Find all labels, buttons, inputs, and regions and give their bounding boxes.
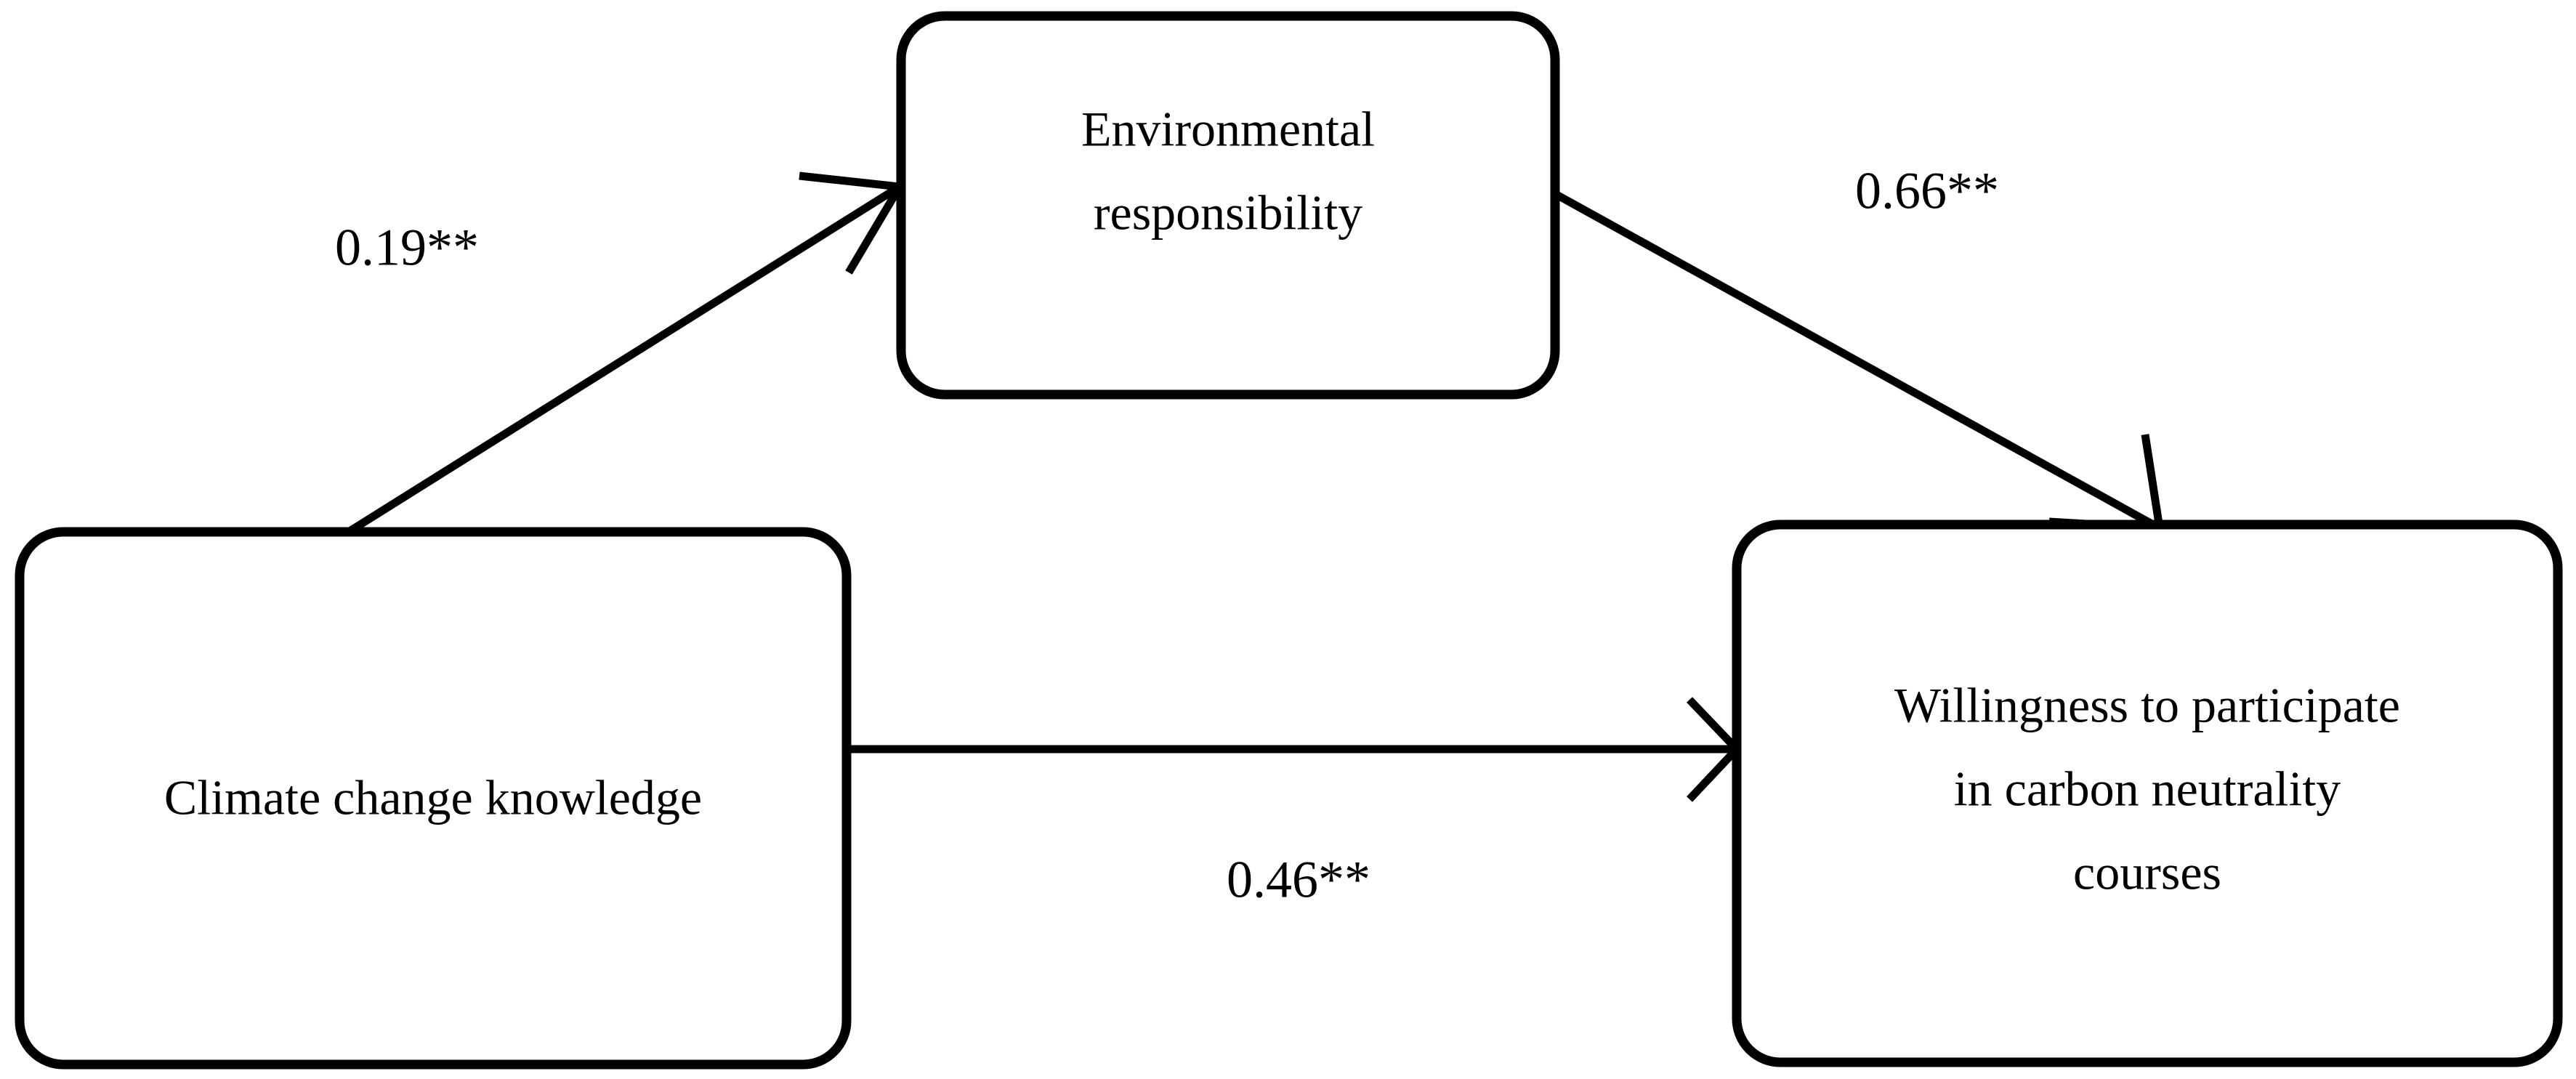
edge-label-a-path-coefficient: 0.19**	[335, 219, 479, 277]
node-box-outcome	[1732, 520, 2563, 1067]
node-label-predictor-line1: Climate change knowledge	[164, 770, 702, 825]
node-environmental-responsibility[interactable]: Environmental responsibility	[896, 11, 1560, 400]
edge-line-b-path	[1522, 173, 2162, 532]
edge-responsibility-to-willingness[interactable]	[1522, 173, 2165, 533]
node-willingness-to-participate[interactable]: Willingness to participate in carbon neu…	[1732, 520, 2563, 1067]
edge-line-a-path	[345, 183, 902, 536]
node-label-outcome-line2: in carbon neutrality	[1954, 761, 2341, 817]
node-label-outcome-line1: Willingness to participate	[1894, 678, 2400, 733]
node-box-mediator	[896, 11, 1560, 400]
edge-knowledge-to-willingness[interactable]	[843, 697, 1743, 802]
node-box-predictor	[15, 527, 852, 1070]
node-climate-change-knowledge[interactable]: Climate change knowledge	[15, 527, 852, 1070]
arrow-head-b-path	[2048, 434, 2165, 533]
node-label-mediator-line2: responsibility	[1094, 185, 1362, 241]
arrow-head-a-path	[799, 171, 907, 275]
node-label-outcome-line3: courses	[2073, 845, 2221, 900]
node-label-mediator-line1: Environmental	[1081, 102, 1375, 157]
edge-label-c-path-coefficient: 0.46**	[1227, 851, 1370, 909]
edge-label-b-path-coefficient: 0.66**	[1855, 162, 1999, 220]
